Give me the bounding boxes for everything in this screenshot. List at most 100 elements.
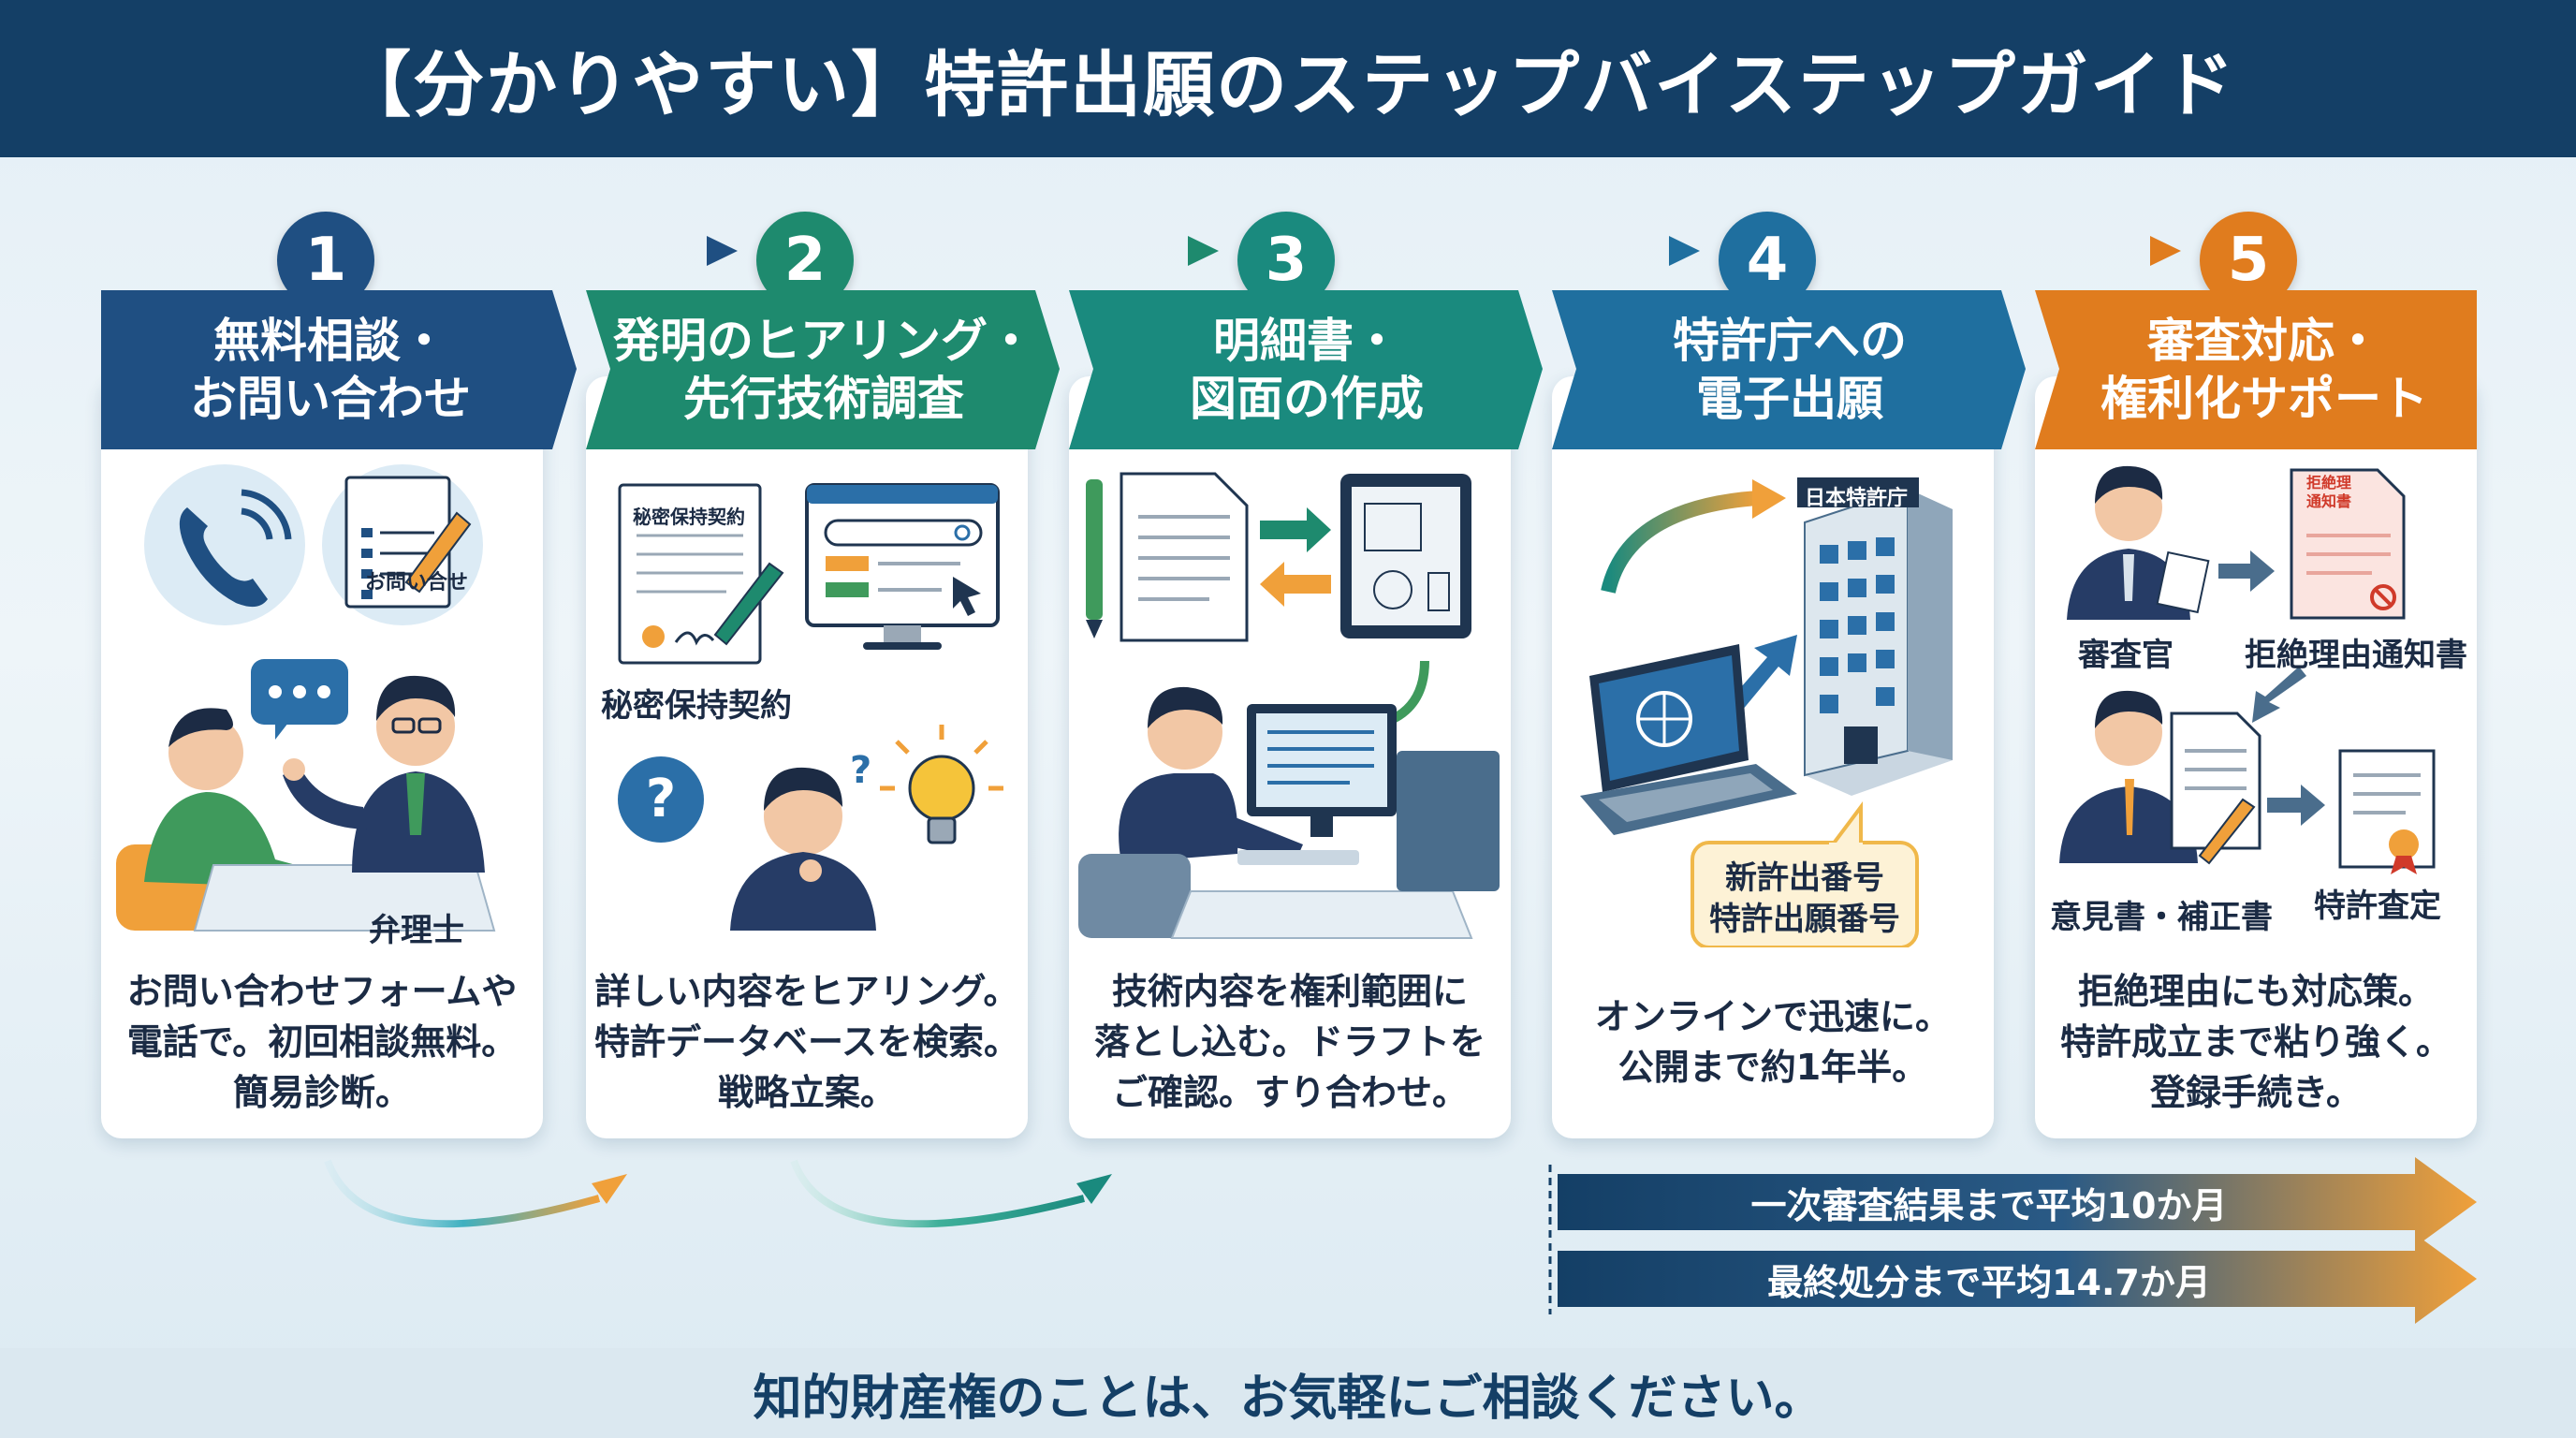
examiner-person-icon: [2067, 465, 2210, 620]
rejection-notice-icon: [2290, 468, 2406, 620]
step-4-banner: 特許庁への 電子出願: [1565, 290, 2014, 449]
flow-arrow-1-2: [393, 236, 738, 266]
patent-office-building-icon: [1797, 477, 1953, 796]
step-4-illustration: 日本特許庁 新許出番号 特許出願番号: [1552, 451, 1994, 949]
connector-arrow-1: [324, 1159, 601, 1228]
banner-line: 先行技術調査: [683, 372, 964, 426]
specification-document-icon: [1086, 472, 1249, 642]
inquiry-form-label: お問い合せ: [365, 571, 469, 594]
desktop-monitor-icon: [1237, 704, 1397, 865]
step-4-banner-shape: [1552, 290, 2026, 449]
step-5-illustration: 拒絶理 通知書 審査官 拒絶理由通知書 意見書・補正書 特許査定: [2035, 451, 2477, 947]
header-bar: 【分かりやすい】特許出願のステップバイステップガイド: [0, 0, 2576, 157]
banner-line: お問い合わせ: [190, 372, 471, 426]
patent-grant-icon: [2338, 749, 2436, 874]
step-4-description: オンラインで迅速に。 公開まで約1年半。: [1552, 964, 1994, 1120]
flow-arrow-3-4: [1355, 236, 1700, 266]
exchange-arrows-icon: [1260, 507, 1331, 607]
connector-arrow-2: [790, 1159, 1086, 1228]
speech-bubble-icon: [251, 659, 348, 740]
application-number-text: 新許出番号 特許出願番号: [1692, 858, 1917, 940]
drafting-person-icon: [1078, 686, 1303, 938]
timeline-arrow-2: 最終処分まで平均14.7か月: [1554, 1245, 2477, 1313]
timeline-arrow-1: 一次審査結果まで平均10か月: [1554, 1168, 2477, 1236]
banner-line: 審査対応・: [2147, 314, 2381, 368]
question-icon: ?: [618, 756, 704, 843]
desc-line: 登録手続き。: [2149, 1072, 2363, 1113]
timeline-arrow-1-shape: [1558, 1157, 2477, 1247]
bottom-connectors: [324, 1159, 1112, 1228]
nda-document-icon: [618, 483, 784, 665]
desc-line: 詳しい内容をヒアリング。: [594, 971, 1019, 1012]
building-sign-label: 日本特許庁: [1805, 487, 1909, 510]
desc-line: 簡易診断。: [232, 1072, 411, 1113]
desc-line: オンラインで迅速に。: [1594, 996, 1951, 1037]
step-1-description: お問い合わせフォームや 電話で。初回相談無料。 簡易診断。: [101, 964, 543, 1120]
step-2-illustration: ? ? 秘密保持契約 秘密保持契約: [586, 451, 1028, 947]
step-5-description: 拒絶理由にも対応策。 特許成立まで粘り強く。 登録手続き。: [2035, 964, 2477, 1120]
step-1-banner: 無料相談・ お問い合わせ: [101, 290, 560, 449]
svg-text:?: ?: [850, 749, 871, 792]
step-3-card: 技術内容を権利範囲に 落とし込む。ドラフトを ご確認。すり合わせ。: [1069, 376, 1511, 1138]
step-1-banner-shape: [101, 290, 577, 449]
step-5-card: 拒絶理 通知書 審査官 拒絶理由通知書 意見書・補正書 特許査定 拒絶理由にも対…: [2035, 376, 2477, 1138]
attorney-label: 弁理士: [369, 912, 464, 949]
desc-line: お問い合わせフォームや: [126, 971, 518, 1012]
desc-line: 電話で。初回相談無料。: [126, 1021, 518, 1063]
timeline-label-1: 一次審査結果まで平均10か月: [1750, 1184, 2228, 1226]
bubble-line: 新許出番号: [1725, 859, 1884, 897]
step-3-illustration: [1069, 451, 1511, 947]
footer-bar: 知的財産権のことは、お気軽にご相談ください。: [0, 1348, 2576, 1438]
bubble-line: 特許出願番号: [1709, 901, 1900, 938]
desc-line: 特許データベースを検索。: [593, 1021, 1020, 1063]
step-banners: [101, 290, 2477, 449]
opinion-label: 意見書・補正書: [2050, 899, 2273, 936]
step-2-card: ? ? 秘密保持契約 秘密保持契約 詳しい内容をヒアリング。: [586, 376, 1028, 1138]
database-search-monitor-icon: [805, 483, 1000, 650]
footer-message: 知的財産権のことは、お気軽にご相談ください。: [753, 1370, 1823, 1427]
page-title: 【分かりやすい】特許出願のステップバイステップガイド: [340, 43, 2236, 126]
upload-arc-icon: [1601, 491, 1759, 594]
step-3-banner-shape: [1069, 290, 1543, 449]
step-3-banner: 明細書・ 図面の作成: [1082, 290, 1531, 449]
desc-line: 戦略立案。: [717, 1072, 896, 1113]
drawing-tablet-icon: [1340, 474, 1471, 638]
phone-icon: [179, 489, 292, 608]
step-4-card: 日本特許庁 新許出番号 特許出願番号 オンラインで迅速に。 公開まで約1年半。: [1552, 376, 1994, 1138]
banner-line: 特許庁への: [1673, 314, 1907, 368]
banner-line: 権利化サポート: [2100, 372, 2428, 426]
flow-arrow-4-5: [1837, 236, 2181, 266]
step-1-card: お問い合せ 弁理士 お問い合わせフォームや 電話で。初回相談無料。 簡易診断。: [101, 376, 543, 1138]
inquiry-form-icon: [344, 476, 472, 609]
desc-line: 公開まで約1年半。: [1617, 1047, 1928, 1088]
lightbulb-icon: [880, 725, 1003, 844]
examiner-label: 審査官: [2078, 637, 2174, 674]
banner-line: 電子出願: [1696, 372, 1883, 426]
step-5-banner-shape: [2035, 290, 2477, 449]
return-arrow-icon: [2252, 667, 2306, 723]
banner-line: 発明のヒアリング・: [613, 314, 1034, 368]
timeline-label-2: 最終処分まで平均14.7か月: [1767, 1261, 2211, 1303]
flow-arrow-2-3: [874, 236, 1219, 266]
thinking-person-icon: ?: [730, 749, 876, 931]
rejection-doc-title: 拒絶理 通知書: [2306, 474, 2351, 511]
nda-label: 秘密保持契約: [601, 687, 792, 725]
rejection-doc-line: 通知書: [2306, 492, 2352, 510]
step-2-description: 詳しい内容をヒアリング。 特許データベースを検索。 戦略立案。: [586, 964, 1028, 1120]
rejection-notice-label: 拒絶理由通知書: [2245, 637, 2467, 674]
step-1-illustration: お問い合せ 弁理士: [101, 451, 543, 949]
svg-text:?: ?: [646, 769, 676, 829]
desc-line: 拒絶理由にも対応策。: [2077, 971, 2434, 1012]
banner-line: 無料相談・: [213, 314, 447, 368]
step-3-description: 技術内容を権利範囲に 落とし込む。ドラフトを ご確認。すり合わせ。: [1069, 964, 1511, 1120]
banner-line: 明細書・: [1213, 314, 1400, 368]
response-person-icon: [2059, 690, 2198, 863]
step-2-banner: 発明のヒアリング・ 先行技術調査: [599, 290, 1048, 449]
desc-line: ご確認。すり合わせ。: [1111, 1072, 1468, 1113]
arrow-icon: [2218, 550, 2275, 592]
desc-line: 特許成立まで粘り強く。: [2059, 1021, 2452, 1063]
timeline-arrow-2-shape: [1558, 1234, 2477, 1324]
step-2-banner-shape: [586, 290, 1060, 449]
desc-line: 落とし込む。ドラフトを: [1093, 1021, 1486, 1063]
